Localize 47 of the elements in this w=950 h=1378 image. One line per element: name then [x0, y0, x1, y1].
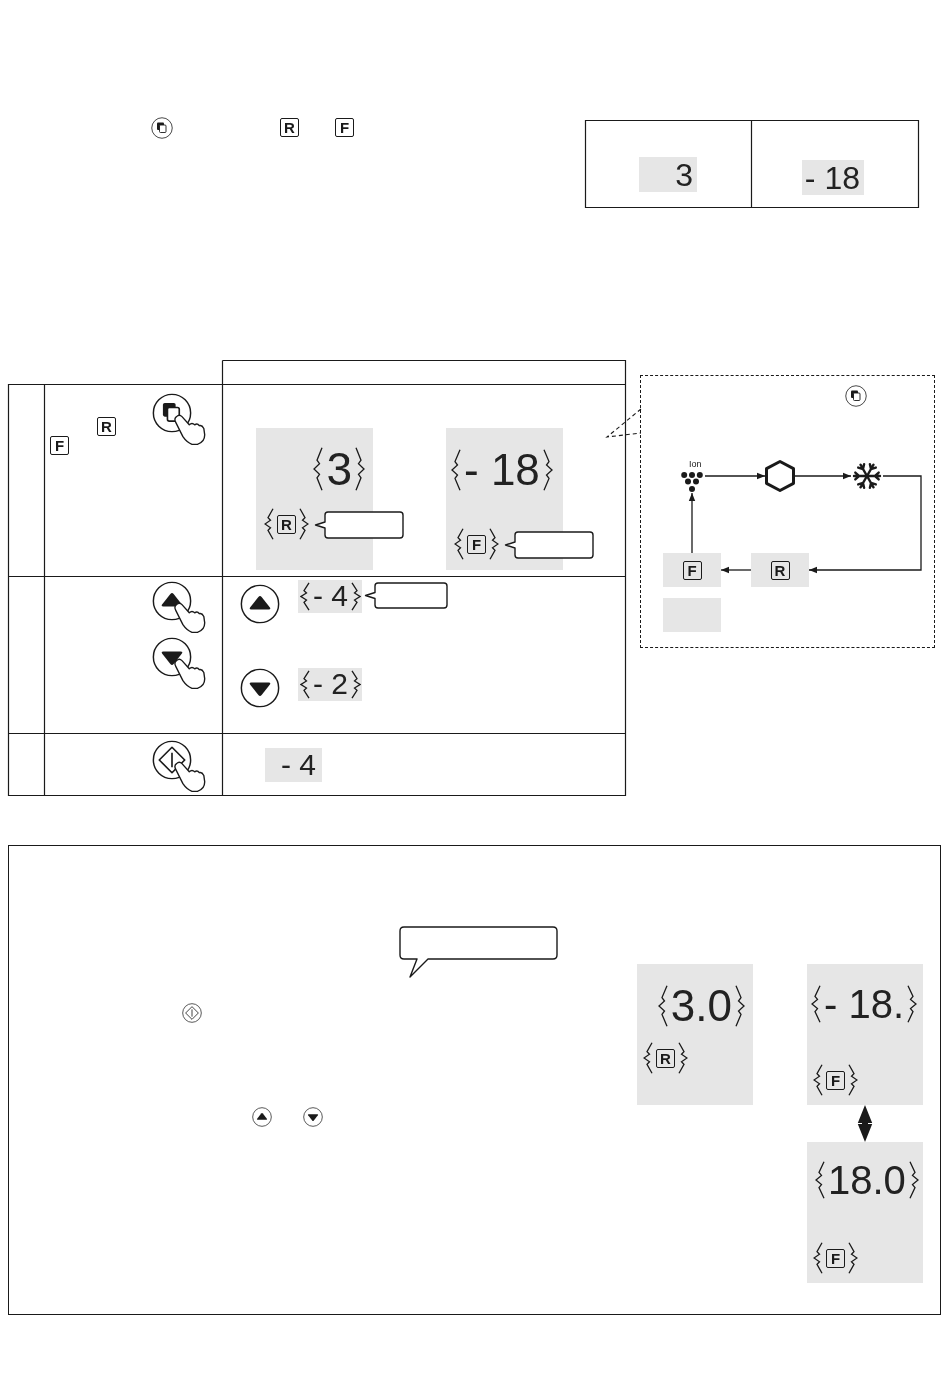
lcd-display — [446, 428, 563, 570]
temperature-readout: - 4 — [313, 581, 348, 611]
speech-bubble — [398, 926, 558, 978]
zone-indicator: F — [335, 118, 354, 137]
speech-bubble — [364, 582, 448, 609]
speech-bubble — [314, 511, 404, 539]
lcd-display — [298, 668, 362, 701]
arrow — [794, 472, 852, 480]
zone-indicator: F — [467, 534, 486, 554]
double-arrow — [857, 1105, 873, 1142]
arrow — [704, 472, 766, 480]
temperature-readout: 18.0 — [828, 1160, 906, 1200]
lcd-display — [256, 428, 373, 570]
lcd-display — [637, 964, 753, 1105]
hexagon-icon — [765, 460, 795, 492]
temperature-readout: 3.0 — [670, 984, 732, 1028]
lcd-display — [807, 964, 923, 1105]
dashed-callout-panel — [640, 375, 935, 648]
zone-indicator: R — [97, 417, 116, 436]
snowflake-icon — [851, 460, 883, 492]
zone-indicator: F — [826, 1248, 845, 1268]
temperature-readout: - 4 — [281, 750, 316, 780]
zone-indicator: R — [280, 118, 299, 137]
arrow — [688, 492, 696, 554]
zone-indicator: R — [277, 514, 296, 534]
temperature-readout: - 18 — [464, 448, 540, 492]
display-tile — [751, 553, 809, 587]
zone-indicator: F — [682, 560, 702, 580]
zone-indicator: F — [826, 1070, 845, 1090]
lcd-display — [265, 748, 322, 782]
arrow — [808, 475, 922, 574]
temperature-readout: 3 — [326, 446, 352, 492]
lcd-display — [298, 580, 362, 613]
blank-tile — [663, 598, 721, 632]
lcd-display — [639, 157, 697, 192]
lcd-display — [807, 1142, 923, 1283]
icon-caption: Ion — [689, 459, 702, 469]
speech-bubble — [504, 531, 594, 559]
temperature-readout: - 18. — [824, 984, 905, 1024]
arrow — [720, 566, 752, 574]
display-tile — [663, 553, 721, 587]
temperature-readout: - 18 — [804, 162, 860, 194]
temperature-readout: 3 — [675, 159, 693, 191]
temperature-readout: - 2 — [313, 669, 348, 699]
zone-indicator: R — [770, 560, 790, 580]
zone-indicator: R — [656, 1048, 675, 1068]
zone-indicator: F — [50, 436, 69, 455]
